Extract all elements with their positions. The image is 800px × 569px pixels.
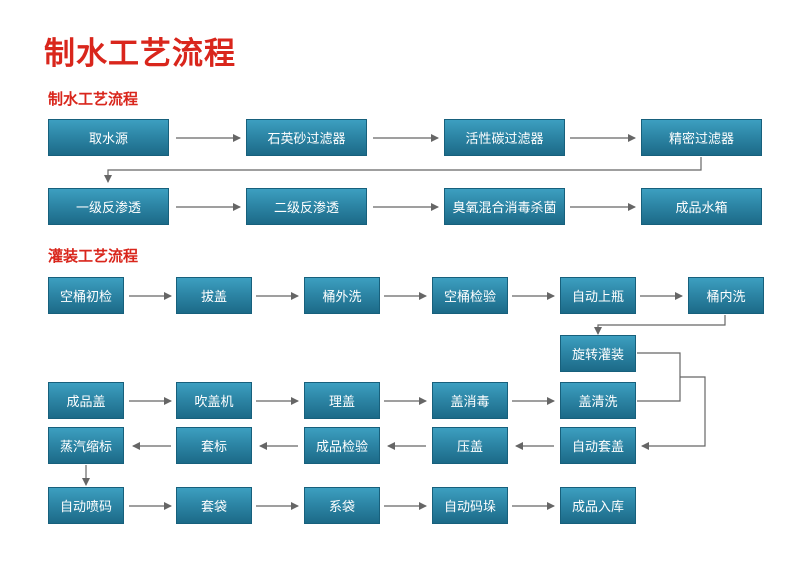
step-steam-shrink-label: 蒸汽缩标 (48, 427, 124, 464)
step-empty-barrel-inspection: 空桶初检 (48, 277, 124, 314)
step-rotary-filling: 旋转灌装 (560, 335, 636, 372)
step-barrel-interior-wash: 桶内洗 (688, 277, 764, 314)
step-cap-washing: 盖清洗 (560, 382, 636, 419)
step-empty-barrel-check: 空桶检验 (432, 277, 508, 314)
step-auto-loading: 自动上瓶 (560, 277, 636, 314)
step-secondary-ro: 二级反渗透 (246, 188, 367, 225)
step-primary-ro: 一级反渗透 (48, 188, 169, 225)
section-title-water: 制水工艺流程 (48, 90, 139, 108)
step-auto-capping: 自动套盖 (560, 427, 636, 464)
page-title: 制水工艺流程 (44, 36, 236, 72)
step-precision-filter: 精密过滤器 (641, 119, 762, 156)
step-auto-coding: 自动喷码 (48, 487, 124, 524)
step-auto-palletizing: 自动码垛 (432, 487, 508, 524)
arrow-to-auto-cap (641, 376, 706, 450)
section-title-filling: 灌装工艺流程 (48, 247, 139, 265)
step-cap-disinfection: 盖消毒 (432, 382, 508, 419)
arrow-f-to-rotary (594, 315, 726, 335)
step-ozone-sterilization: 臭氧混合消毒杀菌 (444, 188, 565, 225)
step-cap-pressing: 压盖 (432, 427, 508, 464)
step-finished-water-tank: 成品水箱 (641, 188, 762, 225)
step-cap-sorting: 理盖 (304, 382, 380, 419)
step-cap-blower: 吹盖机 (176, 382, 252, 419)
step-finished-caps: 成品盖 (48, 382, 124, 419)
arrow-w-wrap (104, 157, 702, 183)
step-activated-carbon-filter: 活性碳过滤器 (444, 119, 565, 156)
step-water-source: 取水源 (48, 119, 169, 156)
step-quartz-sand-filter: 石英砂过滤器 (246, 119, 367, 156)
step-final-inspection: 成品检验 (304, 427, 380, 464)
step-bag-tying: 系袋 (304, 487, 380, 524)
step-labeling: 套标 (176, 427, 252, 464)
step-barrel-exterior-wash: 桶外洗 (304, 277, 380, 314)
bracket-rotary-capwash (637, 352, 681, 402)
step-warehousing: 成品入库 (560, 487, 636, 524)
step-bagging: 套袋 (176, 487, 252, 524)
step-decapping: 拔盖 (176, 277, 252, 314)
